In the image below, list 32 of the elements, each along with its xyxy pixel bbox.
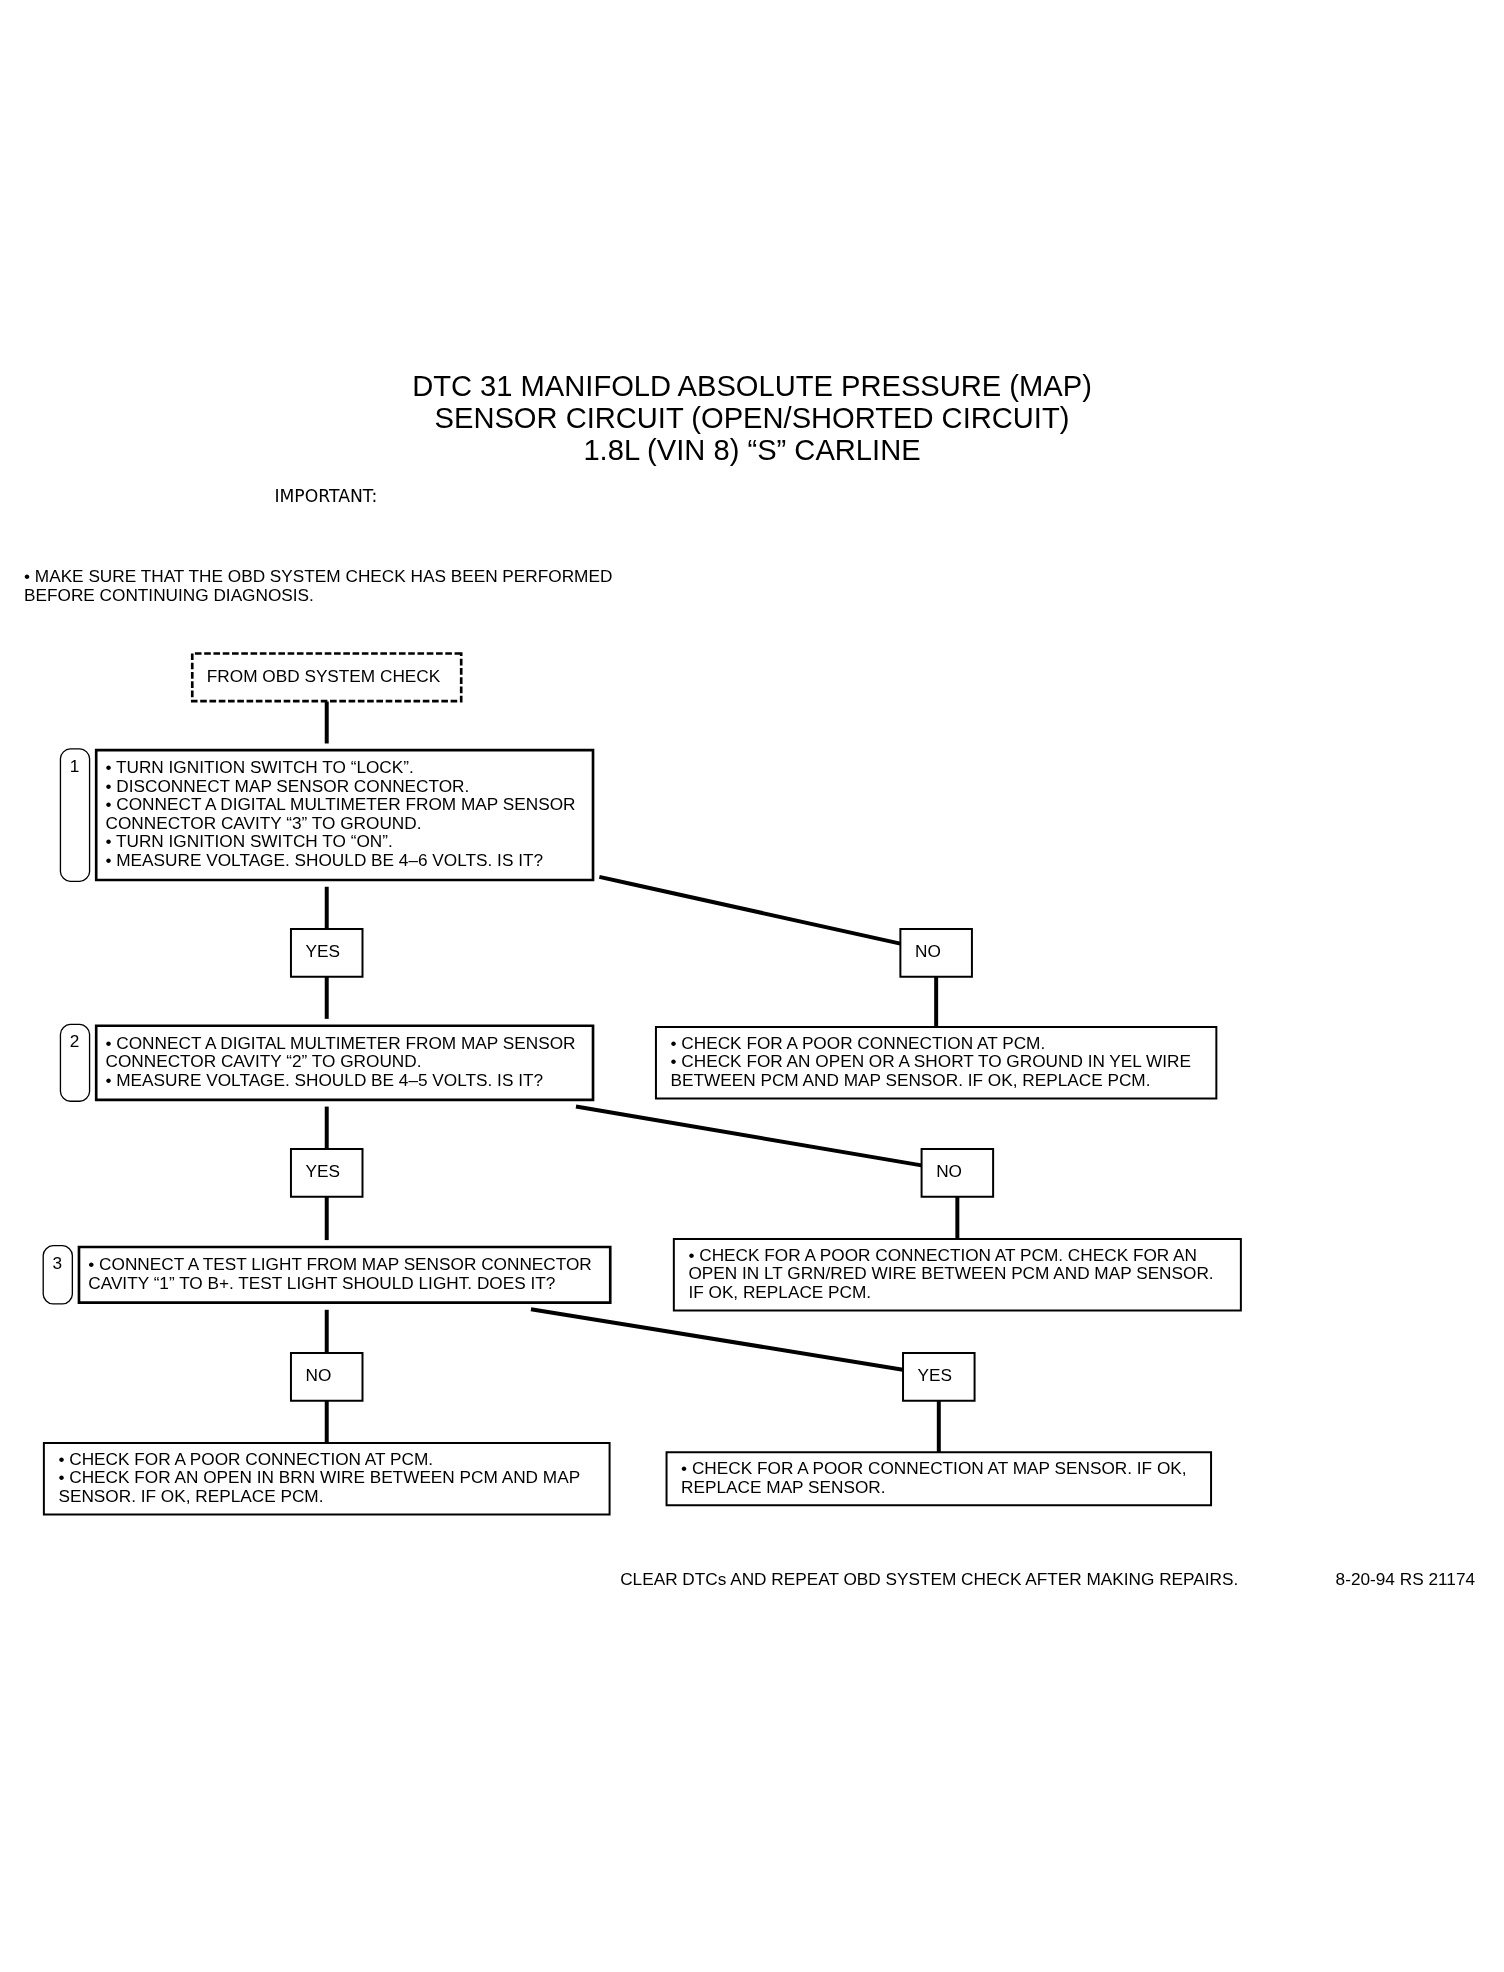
connector bbox=[955, 1196, 960, 1239]
node-box: YES bbox=[902, 1352, 976, 1402]
node-box: NO bbox=[289, 1352, 364, 1402]
connector bbox=[324, 1196, 329, 1241]
connector bbox=[324, 976, 329, 1019]
node-label: 3 bbox=[52, 1252, 63, 1273]
connector bbox=[936, 1400, 941, 1453]
connector bbox=[575, 1104, 922, 1168]
label: 8-20-94 RS 21174 bbox=[1335, 1569, 1476, 1590]
node-box: NO bbox=[920, 1147, 995, 1198]
node-box: FROM OBD SYSTEM CHECK bbox=[190, 652, 463, 703]
node-box: YES bbox=[289, 1147, 364, 1198]
node-box: YES bbox=[289, 928, 364, 978]
node-box: • CHECK FOR A POOR CONNECTION AT PCM. CHECK FOR AN OPEN IN LT GRN/RED WIRE BETWEEN PCM AND MAP SENSOR. IF OK, REPLACE PCM. bbox=[672, 1238, 1242, 1312]
node-box: • CHECK FOR A POOR CONNECTION AT MAP SENSOR. IF OK, REPLACE MAP SENSOR. bbox=[665, 1451, 1213, 1507]
connector bbox=[598, 874, 901, 946]
node-box: • CHECK FOR A POOR CONNECTION AT PCM. • CHECK FOR AN OPEN OR A SHORT TO GROUND IN YEL WIRE BETWEEN PCM AND MAP SENSOR. IF OK, REPLACE PCM. bbox=[654, 1026, 1218, 1100]
connector bbox=[934, 976, 939, 1027]
connector bbox=[530, 1307, 904, 1372]
connector bbox=[324, 1106, 329, 1149]
node-box: NO bbox=[899, 928, 973, 978]
node-label: 1 bbox=[69, 755, 80, 776]
label: CLEAR DTCs AND REPEAT OBD SYSTEM CHECK AFTER MAKING REPAIRS. bbox=[620, 1569, 1239, 1590]
connector bbox=[324, 1400, 329, 1443]
node-box: • CHECK FOR A POOR CONNECTION AT PCM. • CHECK FOR AN OPEN IN BRN WIRE BETWEEN PCM AND MAP SENSOR. IF OK, REPLACE PCM. bbox=[42, 1442, 611, 1516]
connector bbox=[324, 701, 329, 744]
diagram-title: DTC 31 MANIFOLD ABSOLUTE PRESSURE (MAP) SENSOR CIRCUIT (OPEN/SHORTED CIRCUIT) 1.8L (VIN 8) “S” CARLINE bbox=[412, 369, 1092, 466]
label: • MAKE SURE THAT THE OBD SYSTEM CHECK HAS BEEN PERFORMED BEFORE CONTINUING DIAGNOSIS. bbox=[24, 566, 613, 605]
connector bbox=[324, 886, 329, 929]
label: IMPORTANT: bbox=[274, 485, 378, 506]
node-label: 2 bbox=[69, 1031, 80, 1052]
connector bbox=[324, 1309, 329, 1353]
